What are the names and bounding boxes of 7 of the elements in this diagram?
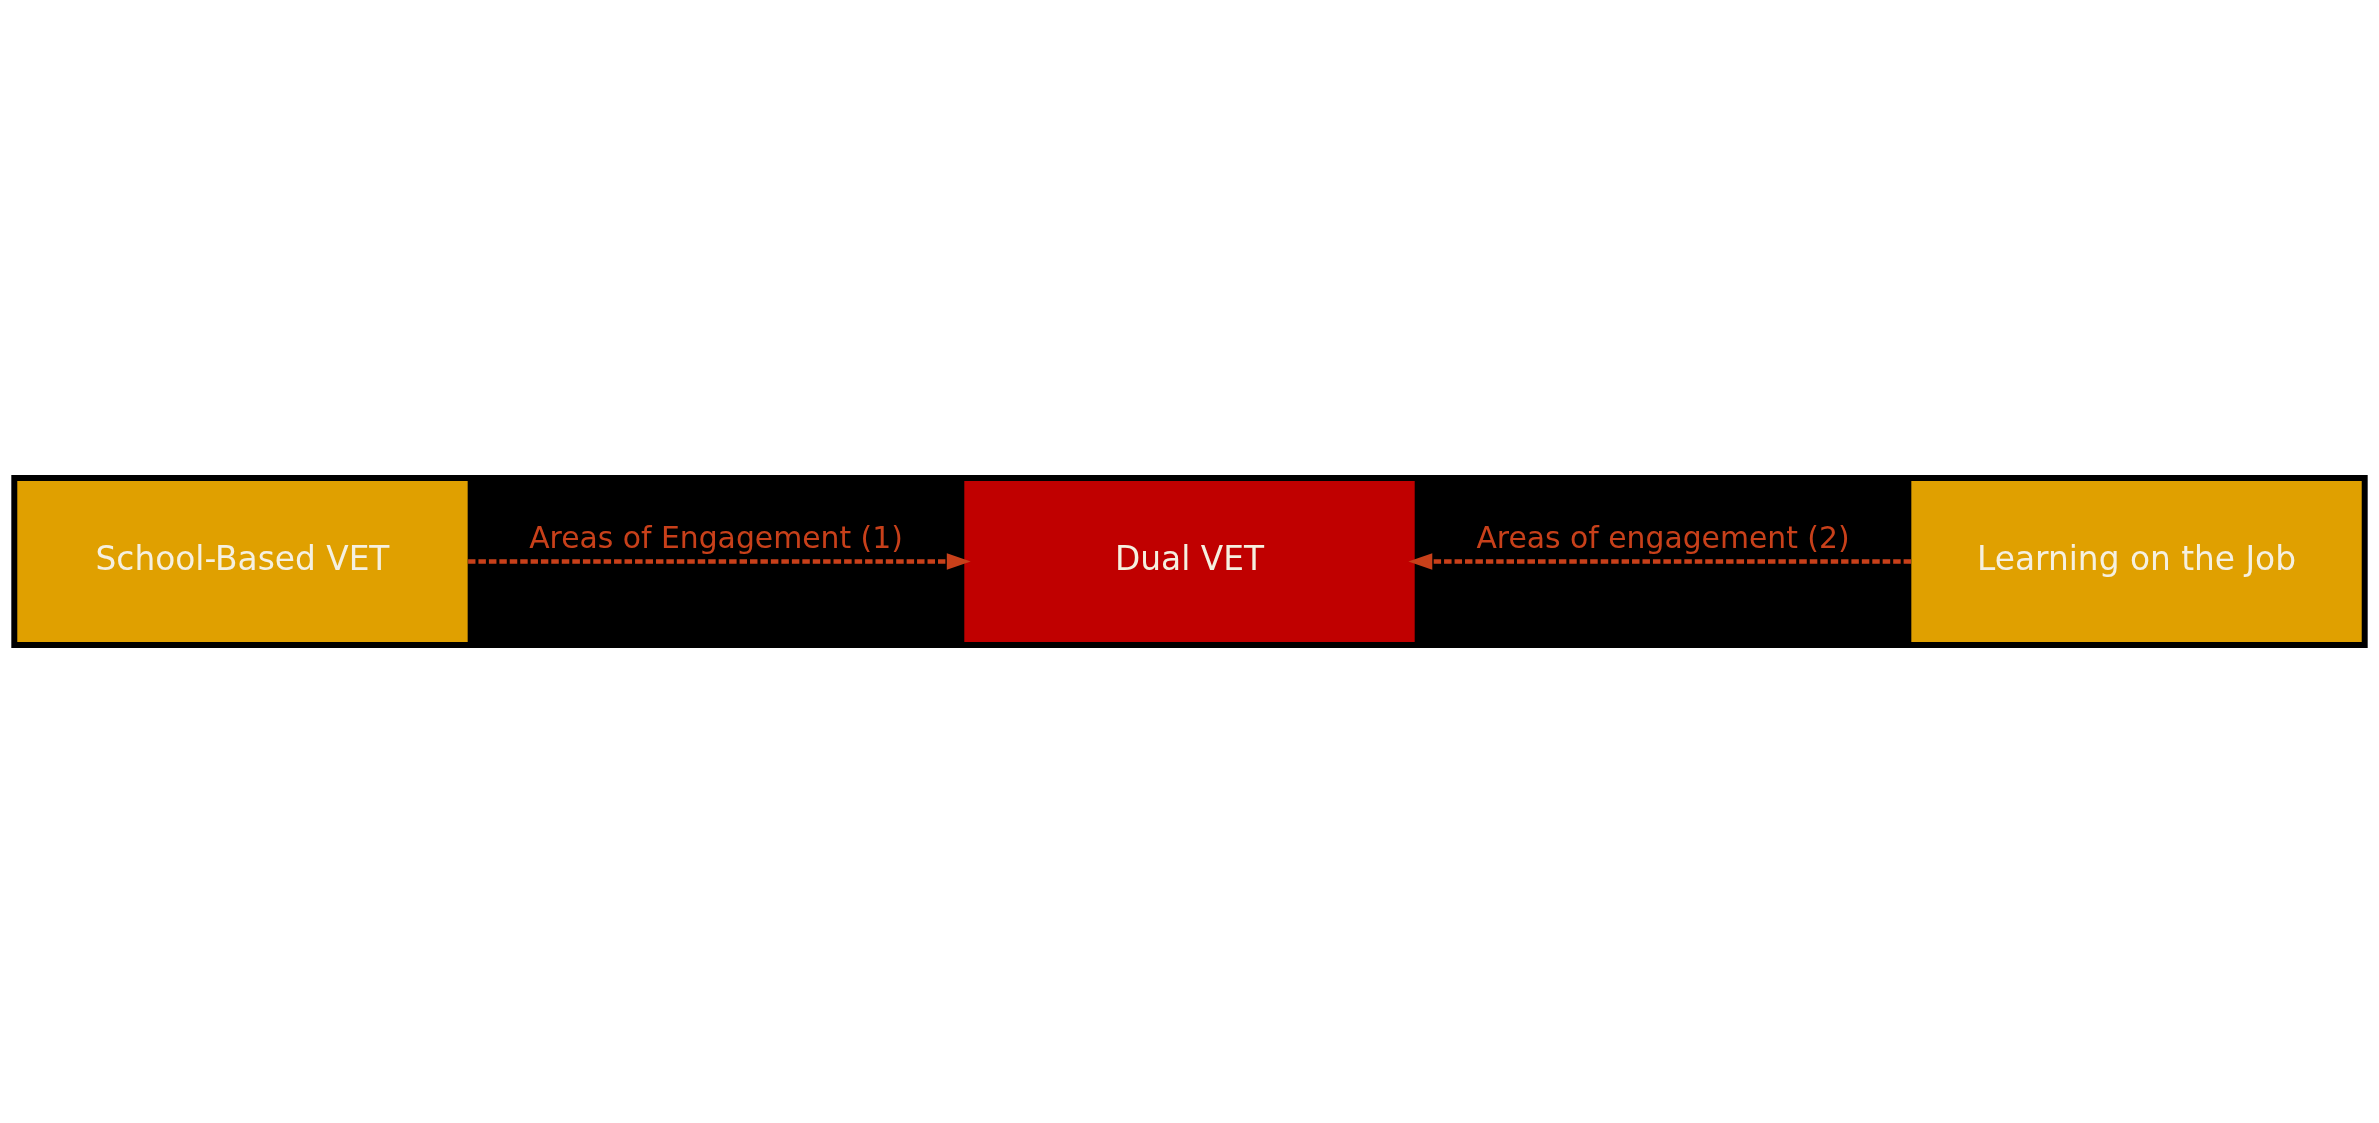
edge-label: Areas of Engagement (1) bbox=[529, 520, 903, 556]
edge-label: Areas of engagement (2) bbox=[1476, 520, 1850, 556]
arrow bbox=[468, 553, 971, 570]
node-box: Dual VET bbox=[964, 480, 1415, 643]
node-box: School-Based VET bbox=[17, 480, 468, 643]
node-box: Learning on the Job bbox=[1911, 480, 2362, 643]
arrow bbox=[1408, 553, 1911, 570]
